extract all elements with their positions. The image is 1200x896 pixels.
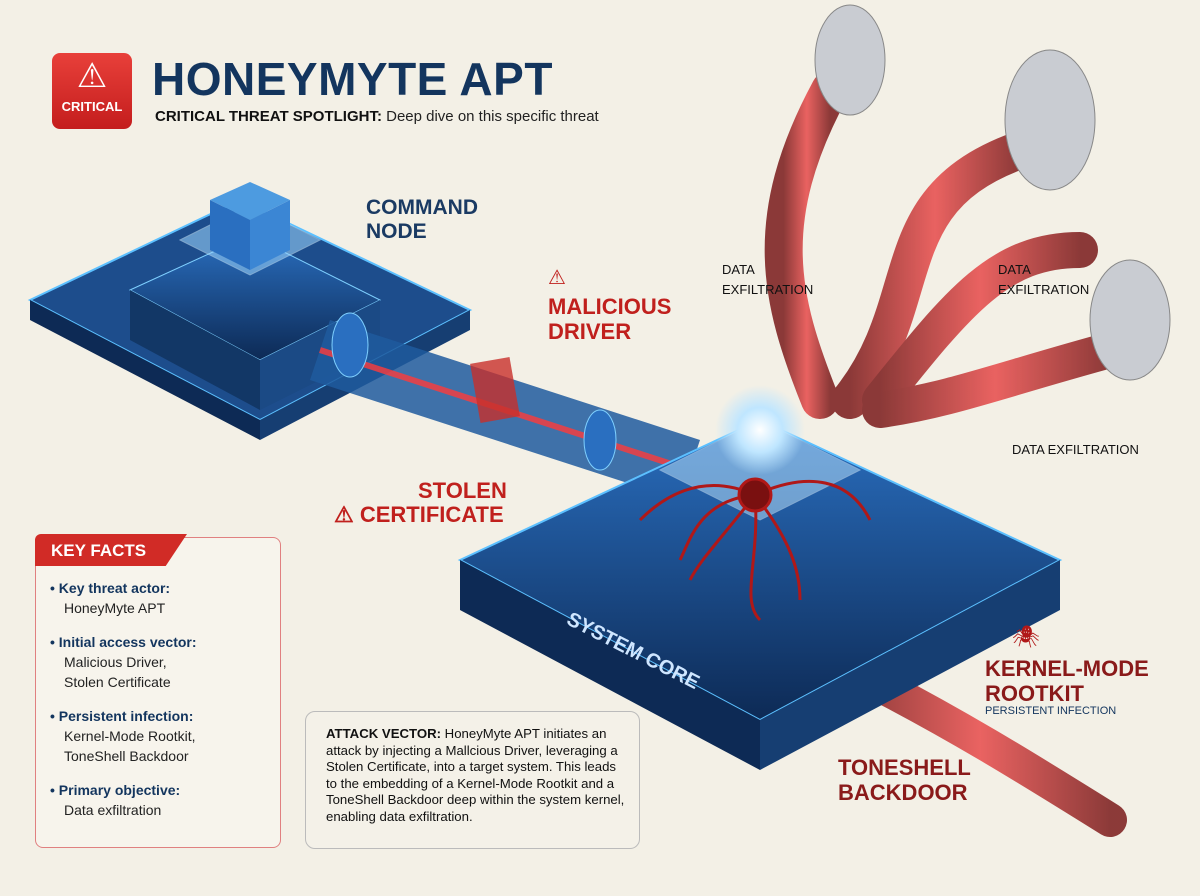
fact-label: Key threat actor: [50, 578, 275, 598]
subtitle: CRITICAL THREAT SPOTLIGHT: Deep dive on … [155, 108, 599, 125]
malicious-driver-label: MALICIOUS DRIVER [548, 294, 672, 344]
fact-value: Kernel-Mode Rootkit, ToneShell Backdoor [64, 728, 196, 764]
exfil-label-3: DATA EXFILTRATION [1012, 442, 1139, 457]
attack-vector-label: ATTACK VECTOR: [326, 726, 442, 741]
fact-label: Initial access vector: [50, 632, 275, 652]
fact-item: Persistent infection:Kernel-Mode Rootkit… [50, 706, 275, 766]
system-core-board [457, 385, 1063, 770]
exfil-label-1: DATA EXFILTRATION [722, 262, 814, 297]
command-node-label: COMMAND NODE [366, 196, 478, 243]
toneshell-label: TONESHELL BACKDOOR [838, 755, 971, 805]
key-facts-panel: Key threat actor: HoneyMyte APT Initial a… [35, 537, 281, 848]
rootkit-spider-icon [638, 477, 872, 622]
fact-item: Primary objective: Data exfiltration [50, 780, 275, 820]
stolen-certificate-label-2: ⚠ CERTIFICATE [334, 502, 504, 527]
subtitle-bold: CRITICAL THREAT SPOTLIGHT: [155, 108, 382, 125]
exfil-pipe-ends [814, 4, 1171, 381]
fact-value: HoneyMyte APT [64, 600, 166, 616]
fact-item: Initial access vector:Malicious Driver, … [50, 632, 275, 692]
kernel-rootkit-label: KERNEL-MODE ROOTKIT [985, 656, 1149, 706]
subtitle-text: Deep dive on this specific threat [381, 108, 599, 125]
attack-vector-text: HoneyMyte APT initiates an attack by inj… [326, 726, 625, 824]
fact-item: Key threat actor: HoneyMyte APT [50, 578, 275, 618]
warning-triangle-icon: ⚠ [76, 57, 108, 95]
attack-vector-panel: ATTACK VECTOR: HoneyMyte APT initiates a… [305, 711, 640, 849]
warning-icon: ⚠ [334, 502, 360, 527]
persistent-infection-label: PERSISTENT INFECTION [985, 705, 1117, 717]
critical-badge: ⚠ CRITICAL [52, 53, 132, 129]
exfil-label-2: DATA EXFILTRATION [998, 262, 1090, 297]
stolen-certificate-label-1: STOLEN [418, 478, 507, 503]
spider-icon: 🕷 [1012, 624, 1040, 649]
badge-label: CRITICAL [61, 99, 123, 114]
key-facts-heading: KEY FACTS [35, 534, 187, 566]
page-title: HONEYMYTE APT [152, 53, 553, 105]
fact-label: Primary objective: [50, 780, 275, 800]
fact-label: Persistent infection: [50, 706, 275, 726]
malicious-driver-warning-icon: ⚠ [548, 267, 566, 289]
stolen-certificate-text: CERTIFICATE [359, 502, 504, 527]
fact-value: Malicious Driver, Stolen Certificate [64, 654, 171, 690]
fact-value: Data exfiltration [64, 802, 162, 818]
injection-pipe [310, 312, 700, 500]
